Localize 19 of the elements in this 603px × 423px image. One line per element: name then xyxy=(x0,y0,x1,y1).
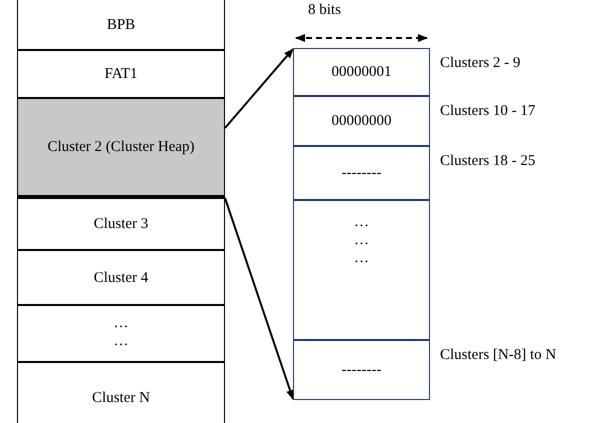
bitmap-byte-cell: … … … xyxy=(293,200,430,340)
memory-region-cell: … … xyxy=(17,305,225,362)
memory-region-cell: Cluster 3 xyxy=(17,198,225,250)
cluster-range-label: Clusters 10 - 17 xyxy=(440,102,536,120)
memory-region-cell: Cluster 2 (Cluster Heap) xyxy=(17,98,225,198)
width-label: 8 bits xyxy=(308,1,341,19)
bitmap-byte-cell: 00000000 xyxy=(293,96,430,146)
cluster-range-label: Clusters [N-8] to N xyxy=(440,346,556,364)
memory-region-cell: FAT1 xyxy=(17,50,225,98)
arrow xyxy=(224,198,294,400)
cluster-range-label: Clusters 18 - 25 xyxy=(440,152,536,170)
memory-region-cell: Cluster N xyxy=(17,362,225,423)
memory-region-cell: Cluster 4 xyxy=(17,250,225,305)
memory-region-cell: BPB xyxy=(17,0,225,50)
cluster-range-label: Clusters 2 - 9 xyxy=(440,54,520,72)
bitmap-byte-cell: -------- xyxy=(293,340,430,400)
arrow xyxy=(224,48,294,129)
bitmap-byte-cell: 00000001 xyxy=(293,48,430,96)
bitmap-byte-cell: -------- xyxy=(293,146,430,200)
